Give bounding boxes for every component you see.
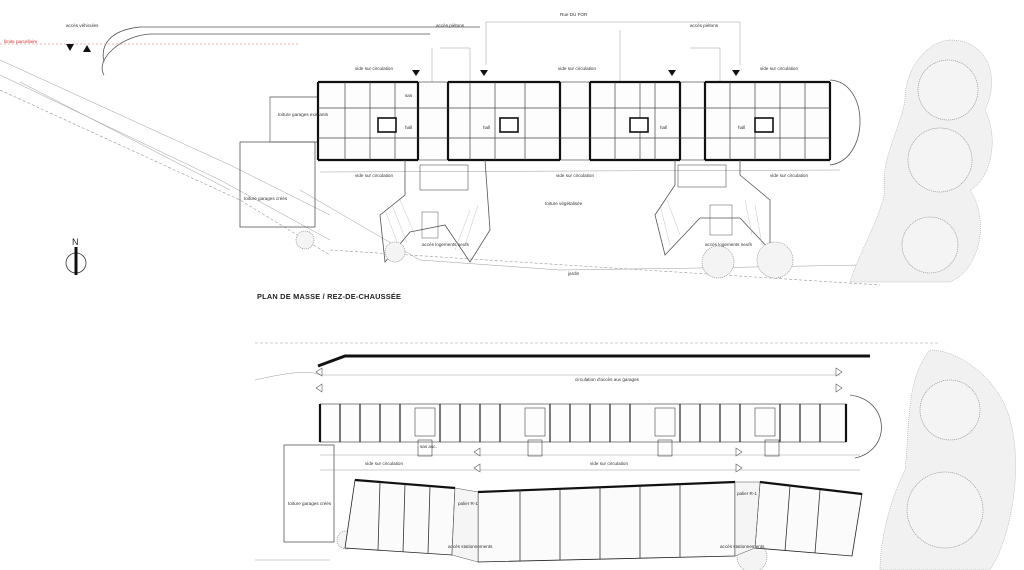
label-vide-circ-lower-2: vide sur circulation xyxy=(590,461,628,466)
plan-title: PLAN DE MASSE / REZ-DE-CHAUSSÉE xyxy=(257,292,401,301)
label-vide-circ-lower-1: vide sur circulation xyxy=(365,461,403,466)
label-toiture-vegetalisee: toiture végétalisée xyxy=(545,201,583,206)
label-rue: Rue DU FOR xyxy=(560,12,588,17)
label-vide-circ-bot-2: vide sur circulation xyxy=(556,173,594,178)
label-vide-circ-bot-3: vide sur circulation xyxy=(770,173,808,178)
label-acces-pietons-1: accès piétons xyxy=(436,23,465,28)
lower-site-lines xyxy=(254,342,940,561)
label-acces-logements-neufs-2: accès logements neufs xyxy=(705,242,753,247)
labels: accès véhicules limite parcellaire accès… xyxy=(4,12,808,549)
label-vide-circ-top-3: vide sur circulation xyxy=(760,66,798,71)
label-jardin: jardin xyxy=(567,271,580,276)
label-acces-pietons-2: accès piétons xyxy=(690,23,719,28)
label-toiture-garages-existants: toiture garages existants xyxy=(278,112,329,117)
lower-housing-wings xyxy=(344,478,863,563)
label-hall-1: hall xyxy=(405,125,412,130)
label-sas: sas xyxy=(405,93,413,98)
label-circulation-garages: circulation d'accès aux garages xyxy=(575,377,640,382)
label-acces-logements-neufs-1: accès logements neufs xyxy=(422,242,470,247)
label-sas-asc: sas asc. xyxy=(420,444,437,449)
label-vide-circ-top-2: vide sur circulation xyxy=(558,66,596,71)
label-acces-stationnements-1: accès stationnements xyxy=(448,544,493,549)
label-limite-parcellaire: limite parcellaire xyxy=(4,39,38,44)
label-hall-3: hall xyxy=(660,125,667,130)
label-acces-stationnements-2: accès stationnements xyxy=(720,544,765,549)
label-palier-1: palier R-1 xyxy=(458,501,478,506)
north-label: N xyxy=(72,237,79,247)
trees xyxy=(295,39,1016,570)
terrace-ramps xyxy=(379,159,771,263)
label-hall-4: hall xyxy=(738,125,745,130)
label-toiture-garages-crees-2: toiture garages créés xyxy=(288,501,332,506)
site-lines xyxy=(0,21,881,286)
north-arrow xyxy=(65,247,87,275)
label-toiture-garages-crees: toiture garages créés xyxy=(244,196,288,201)
upper-building-plan xyxy=(66,44,832,162)
label-palier-2: palier R-1 xyxy=(737,491,757,496)
label-acces-vehicules: accès véhicules xyxy=(66,23,99,28)
label-vide-circ-top-1: vide sur circulation xyxy=(355,66,393,71)
lower-garages-row xyxy=(318,403,848,457)
label-hall-2: hall xyxy=(483,125,490,130)
label-vide-circ-bot-1: vide sur circulation xyxy=(355,173,393,178)
